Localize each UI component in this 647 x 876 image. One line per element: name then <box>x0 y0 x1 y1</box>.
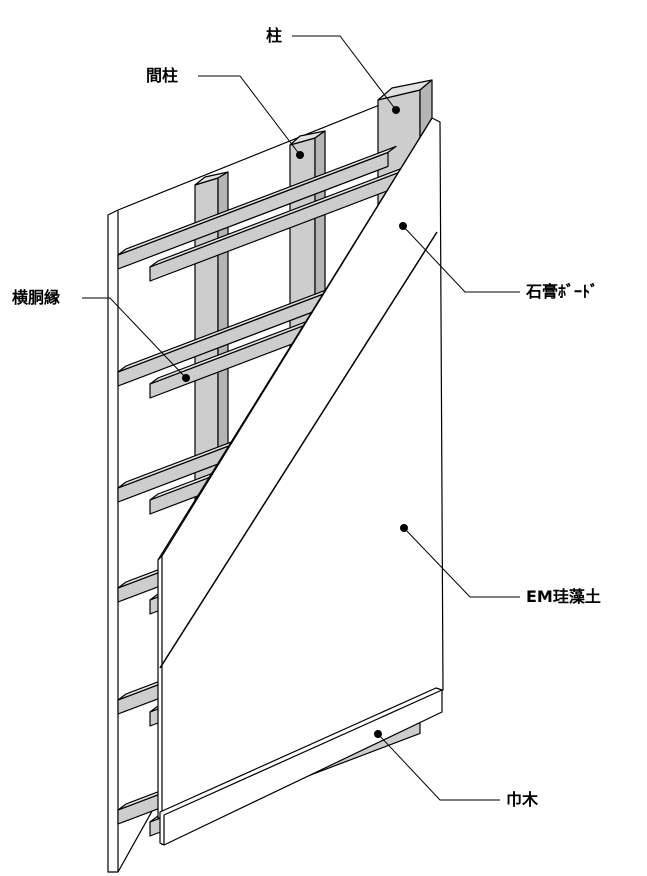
baseboard <box>159 687 443 846</box>
label-furring-strip: 横胴縁 <box>12 288 61 307</box>
leader-dots <box>182 106 408 738</box>
label-gypsum-board: 石膏ﾎﾞｰﾄﾞ <box>526 282 599 301</box>
furring-strip-top <box>117 145 397 256</box>
label-baseboard: 巾木 <box>506 790 539 809</box>
label-diatomaceous-earth: EM珪藻土 <box>526 587 601 606</box>
leader-lines <box>82 35 520 801</box>
label-column: 柱 <box>266 26 283 45</box>
label-stud: 間柱 <box>146 66 179 85</box>
